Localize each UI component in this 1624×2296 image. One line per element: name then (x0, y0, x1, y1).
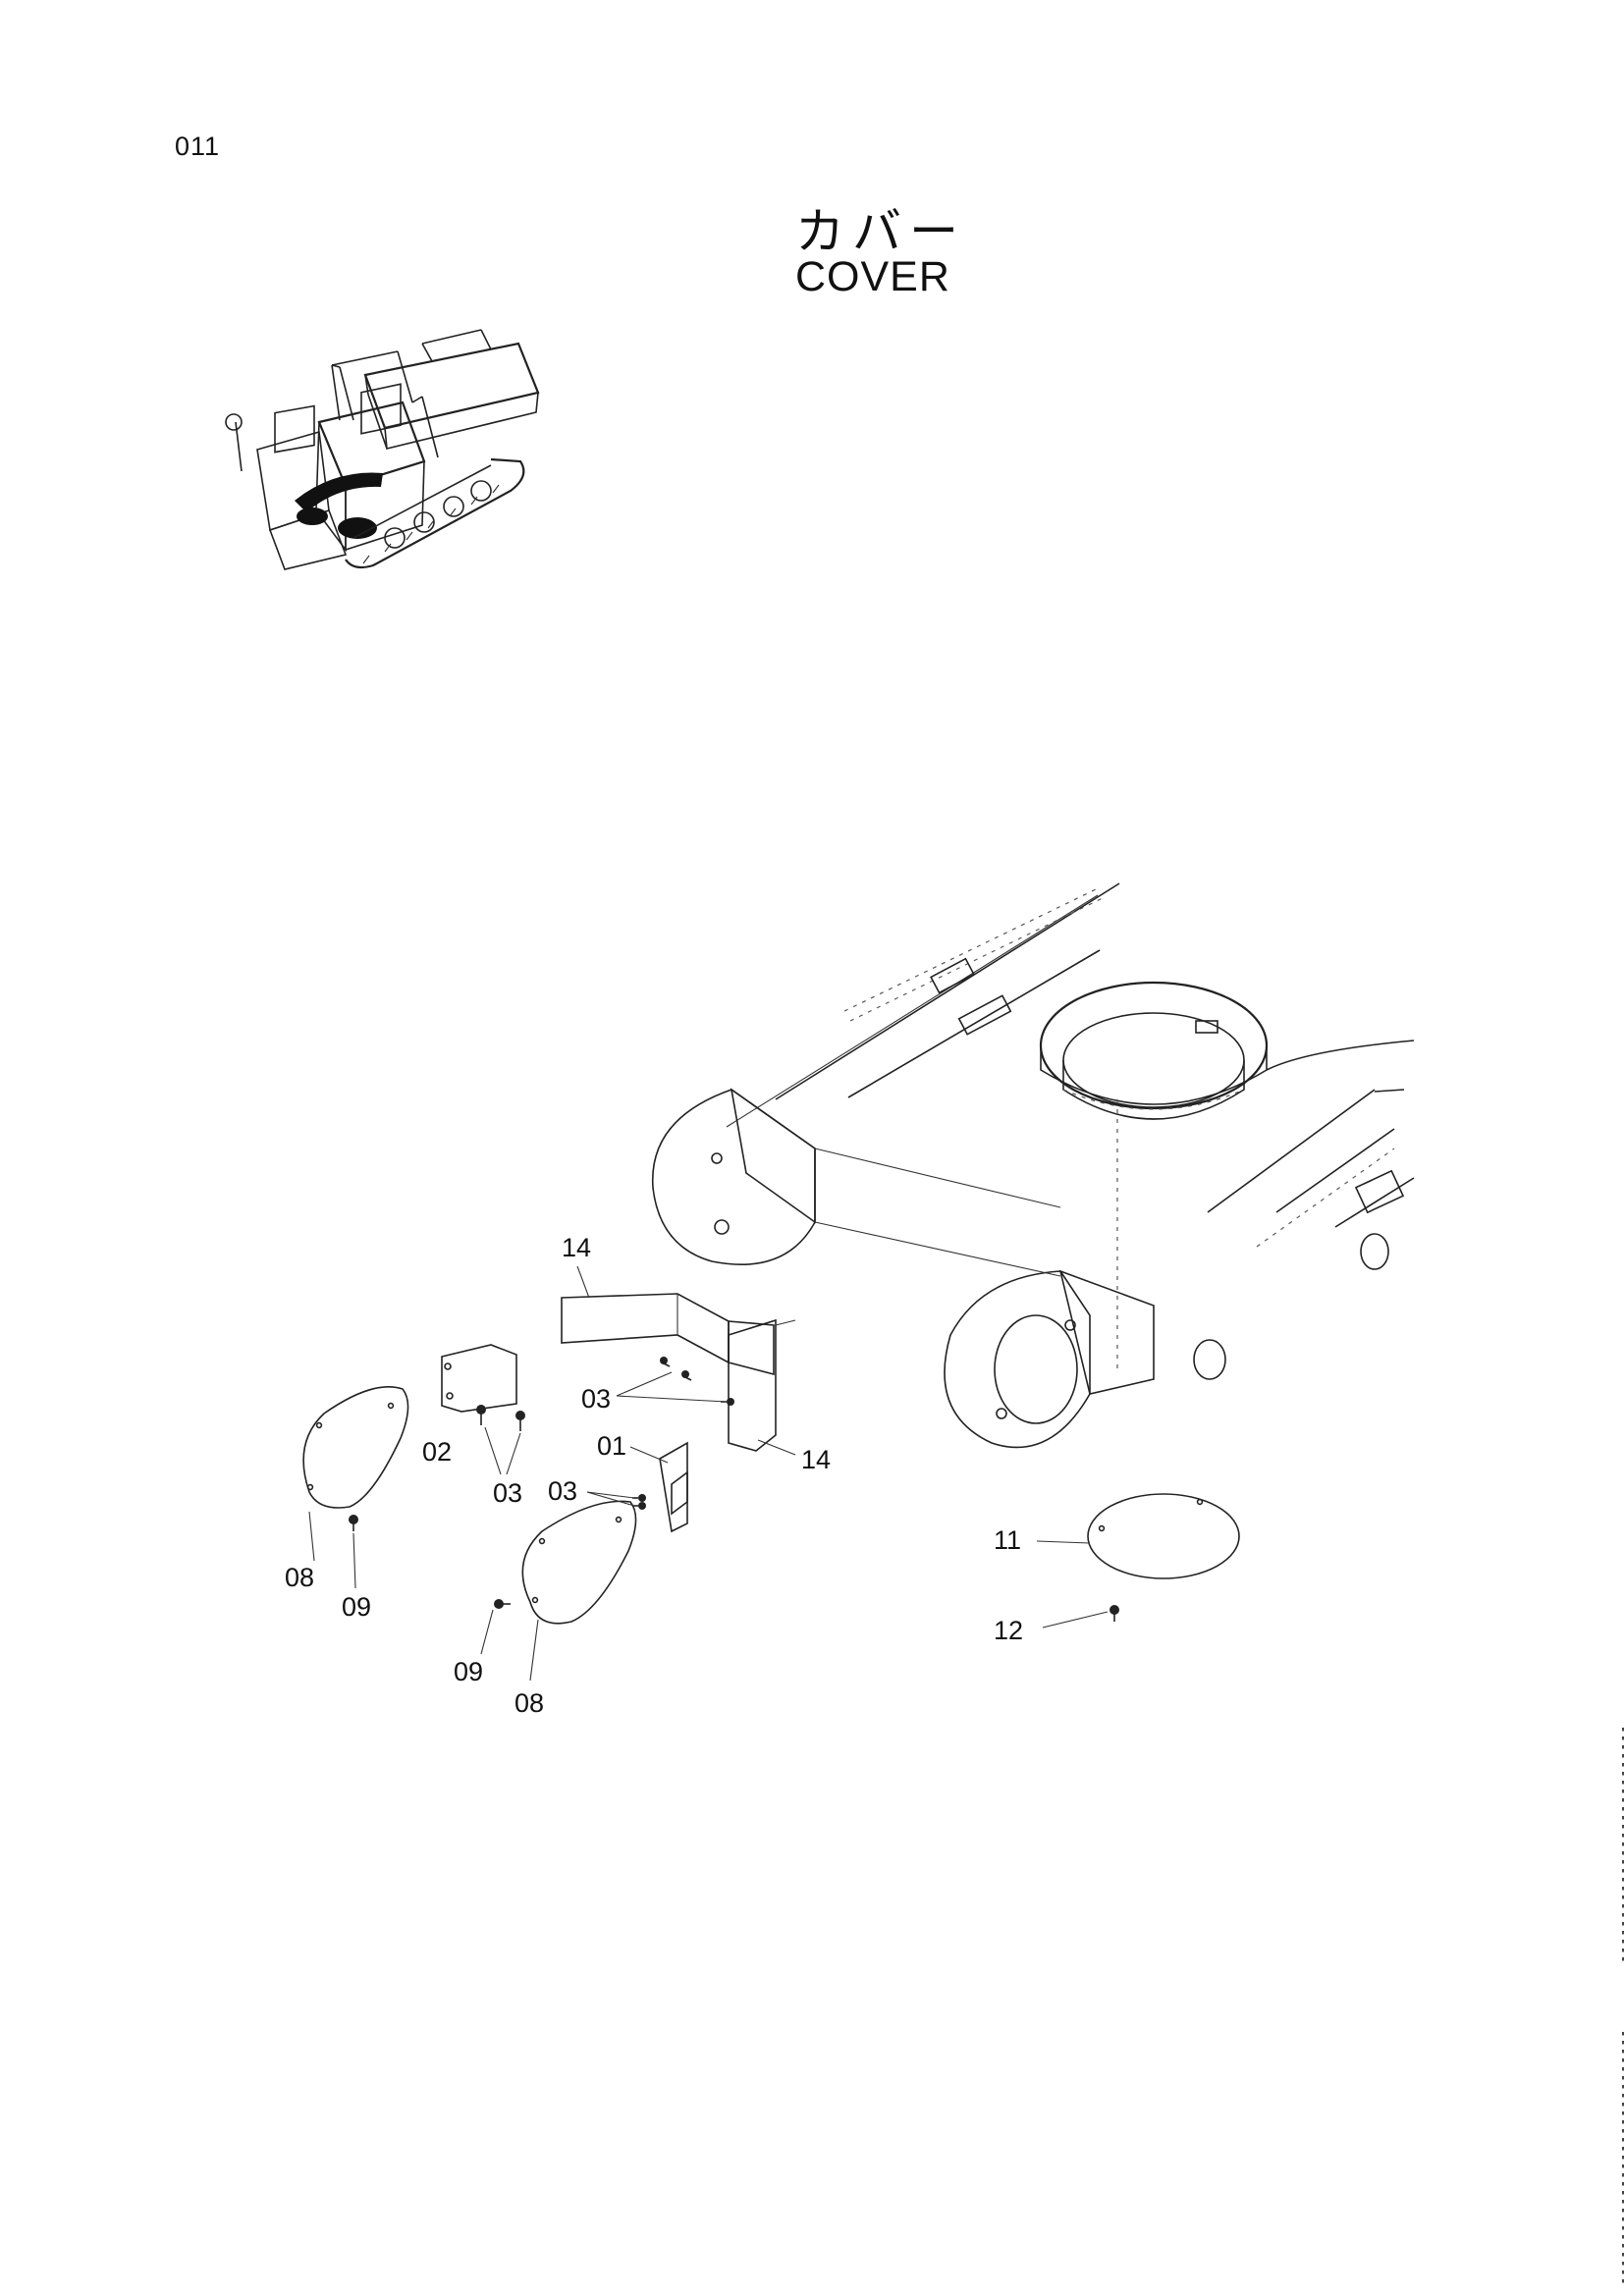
callout-08: 08 (285, 1563, 314, 1592)
leader-03b-2 (506, 1432, 521, 1475)
carrier-front-engine (225, 404, 348, 570)
frame-center-body (814, 1099, 1118, 1374)
leader-14b (757, 1439, 796, 1456)
leader-11 (1036, 1540, 1091, 1544)
leader-08b (529, 1619, 539, 1682)
callout-labels: 14 14 03 02 03 01 03 11 08 09 09 08 12 (285, 1233, 1023, 1718)
bolt-09 (494, 1599, 511, 1609)
bolt-03 (681, 1370, 692, 1381)
bolts (349, 1357, 1119, 1622)
leader-lines (308, 1265, 1109, 1682)
leader-03c-1 (586, 1491, 635, 1499)
callout-11: 11 (994, 1525, 1021, 1555)
bolt-03 (515, 1411, 525, 1431)
leader-01 (629, 1446, 669, 1464)
leader-03a-2 (616, 1395, 728, 1403)
leader-09b (480, 1609, 494, 1655)
bolt-03 (476, 1405, 486, 1425)
part-14-side-plate (728, 1318, 796, 1452)
callout-08: 08 (514, 1688, 544, 1718)
part-01-bracket (659, 1441, 688, 1533)
carrier-cab (315, 350, 439, 553)
leader-08a (308, 1511, 315, 1562)
callout-03: 03 (493, 1478, 522, 1508)
undercarriage-frame (651, 882, 1415, 1449)
carrier-dump-bed (363, 329, 540, 450)
callout-09: 09 (454, 1657, 483, 1686)
bolt-03 (660, 1357, 671, 1367)
part-02-plate (441, 1344, 517, 1413)
track-frame-right (1207, 1040, 1415, 1270)
leader-12 (1042, 1611, 1109, 1629)
bolt-09 (349, 1515, 358, 1531)
carrier-highlight-cover (295, 472, 383, 539)
machine-thumbnail (225, 329, 540, 570)
center-ring (1039, 981, 1269, 1120)
callout-01: 01 (597, 1431, 626, 1461)
leader-03a-1 (616, 1371, 673, 1397)
scan-edge-mark (1622, 2032, 1624, 2287)
bolt-03 (632, 1494, 646, 1502)
callout-03: 03 (581, 1384, 611, 1414)
part-08-cover-left (302, 1386, 409, 1509)
leader-03b-1 (484, 1426, 502, 1475)
callout-03: 03 (548, 1476, 577, 1506)
leader-03c-2 (586, 1491, 635, 1507)
callout-12: 12 (994, 1616, 1023, 1645)
leader-14a (576, 1265, 590, 1299)
scan-edge-mark (1622, 1728, 1624, 1963)
leader-09a (352, 1532, 356, 1589)
callout-09: 09 (342, 1592, 371, 1622)
callout-14: 14 (801, 1445, 831, 1474)
track-frame-left (726, 882, 1120, 1128)
page-number: 011 (175, 132, 221, 161)
idler-bracket-left (651, 1088, 816, 1265)
callout-14: 14 (562, 1233, 591, 1262)
bolt-12 (1110, 1605, 1119, 1622)
idler-bracket-right (944, 1269, 1226, 1449)
callout-02: 02 (422, 1437, 452, 1467)
exploded-parts (302, 1293, 1240, 1625)
title-japanese: カバー (795, 203, 966, 260)
part-14-upper-cover (561, 1293, 775, 1376)
title-english: COVER (795, 253, 950, 300)
carrier-crawler-track (345, 457, 525, 569)
part-08-cover-right (521, 1500, 637, 1625)
part-11-cover-plate (1087, 1493, 1240, 1579)
